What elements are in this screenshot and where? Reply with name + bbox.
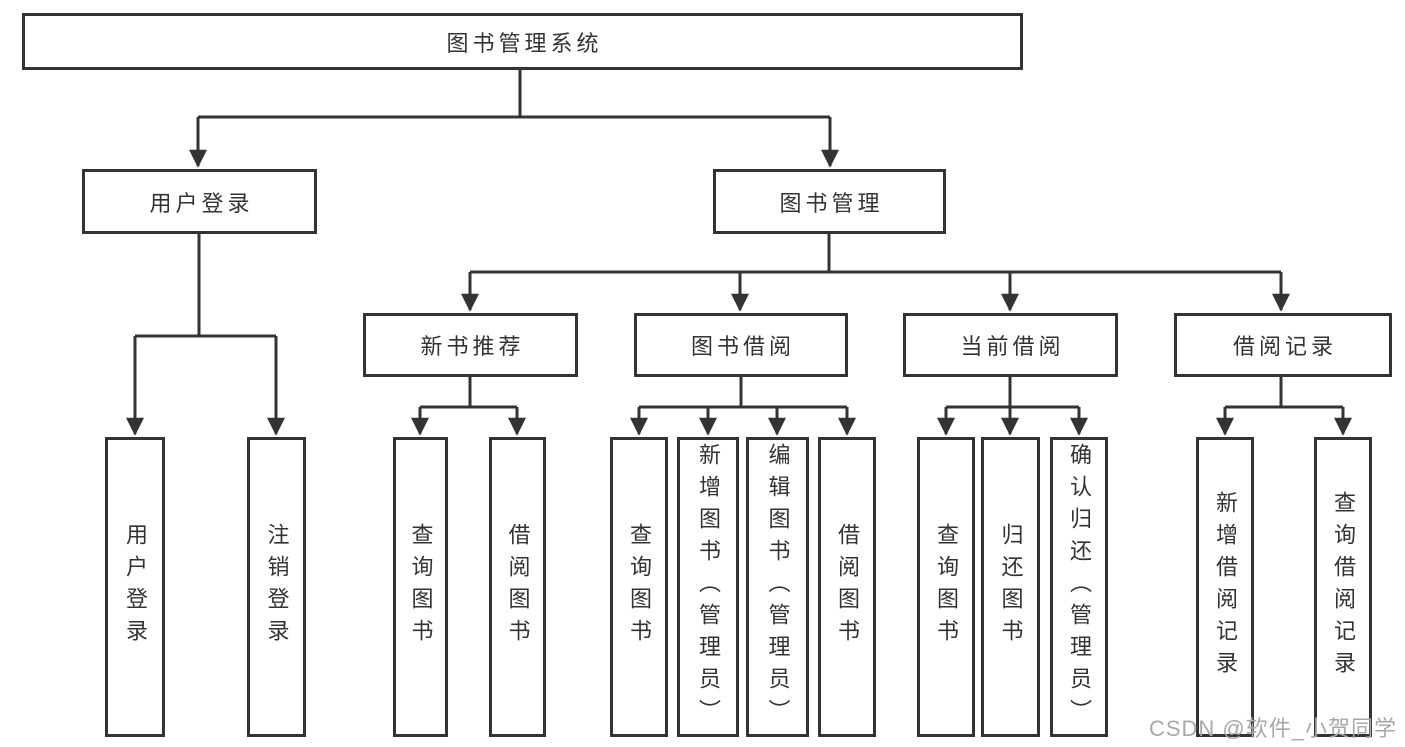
connector-user-login-to-leaves	[126, 234, 285, 436]
leaf-recommend-query-book-label: 查询图书	[408, 523, 434, 651]
leaf-query-borrow-record: 查询借阅记录	[1314, 437, 1372, 737]
leaf-recommend-borrow-book: 借阅图书	[489, 437, 546, 737]
leaf-add-book-admin-label: 新增图书（管理员）	[696, 443, 721, 731]
leaf-recommend-borrow-book-label: 借阅图书	[505, 523, 531, 651]
leaf-borrow-book: 借阅图书	[818, 437, 876, 737]
node-root-system-label: 图书管理系统	[446, 30, 603, 56]
leaf-return-book-label: 归还图书	[998, 523, 1024, 651]
connector-root-to-level2	[189, 70, 839, 168]
node-new-book-recommend-label: 新书推荐	[420, 334, 525, 359]
leaf-add-borrow-record-label: 新增借阅记录	[1213, 491, 1238, 683]
leaf-borrow-query-book-label: 查询图书	[627, 523, 652, 651]
connector-new-book-recommend-to-leaves	[411, 377, 526, 436]
node-borrow-records: 借阅记录	[1174, 313, 1392, 377]
leaf-return-book: 归还图书	[981, 437, 1040, 737]
node-book-management: 图书管理	[713, 169, 946, 234]
connector-current-borrow-to-leaves	[937, 377, 1088, 436]
leaf-user-login: 用户登录	[105, 437, 165, 737]
node-book-management-label: 图书管理	[779, 190, 884, 216]
leaf-edit-book-admin: 编辑图书（管理员）	[746, 437, 809, 737]
leaf-confirm-return-admin-label: 确认归还（管理员）	[1067, 443, 1092, 731]
node-new-book-recommend: 新书推荐	[363, 313, 578, 377]
leaf-query-borrow-record-label: 查询借阅记录	[1331, 491, 1356, 683]
node-user-login-label: 用户登录	[149, 190, 254, 216]
csdn-watermark: CSDN @软件_小贺同学	[1148, 716, 1397, 741]
leaf-add-borrow-record: 新增借阅记录	[1196, 437, 1254, 737]
leaf-current-query-book-label: 查询图书	[934, 523, 959, 651]
node-current-borrow-label: 当前借阅	[960, 334, 1065, 359]
leaf-borrow-book-label: 借阅图书	[835, 523, 860, 651]
leaf-user-login-label: 用户登录	[123, 523, 148, 651]
leaf-logout-label: 注销登录	[264, 523, 290, 651]
leaf-borrow-query-book: 查询图书	[610, 437, 668, 737]
node-root-system: 图书管理系统	[22, 13, 1023, 70]
node-book-borrow: 图书借阅	[634, 313, 848, 377]
leaf-logout: 注销登录	[247, 437, 306, 737]
node-current-borrow: 当前借阅	[903, 313, 1118, 377]
connector-book-management-to-sections	[461, 234, 1290, 312]
leaf-edit-book-admin-label: 编辑图书（管理员）	[765, 443, 791, 731]
node-borrow-records-label: 借阅记录	[1232, 334, 1337, 359]
node-user-login: 用户登录	[82, 169, 317, 234]
leaf-recommend-query-book: 查询图书	[393, 437, 448, 737]
leaf-confirm-return-admin: 确认归还（管理员）	[1050, 437, 1108, 737]
leaf-add-book-admin: 新增图书（管理员）	[677, 437, 739, 737]
connector-book-borrow-to-leaves	[630, 377, 856, 436]
connector-borrow-records-to-leaves	[1216, 377, 1352, 436]
node-book-borrow-label: 图书借阅	[690, 334, 795, 359]
leaf-current-query-book: 查询图书	[917, 437, 975, 737]
